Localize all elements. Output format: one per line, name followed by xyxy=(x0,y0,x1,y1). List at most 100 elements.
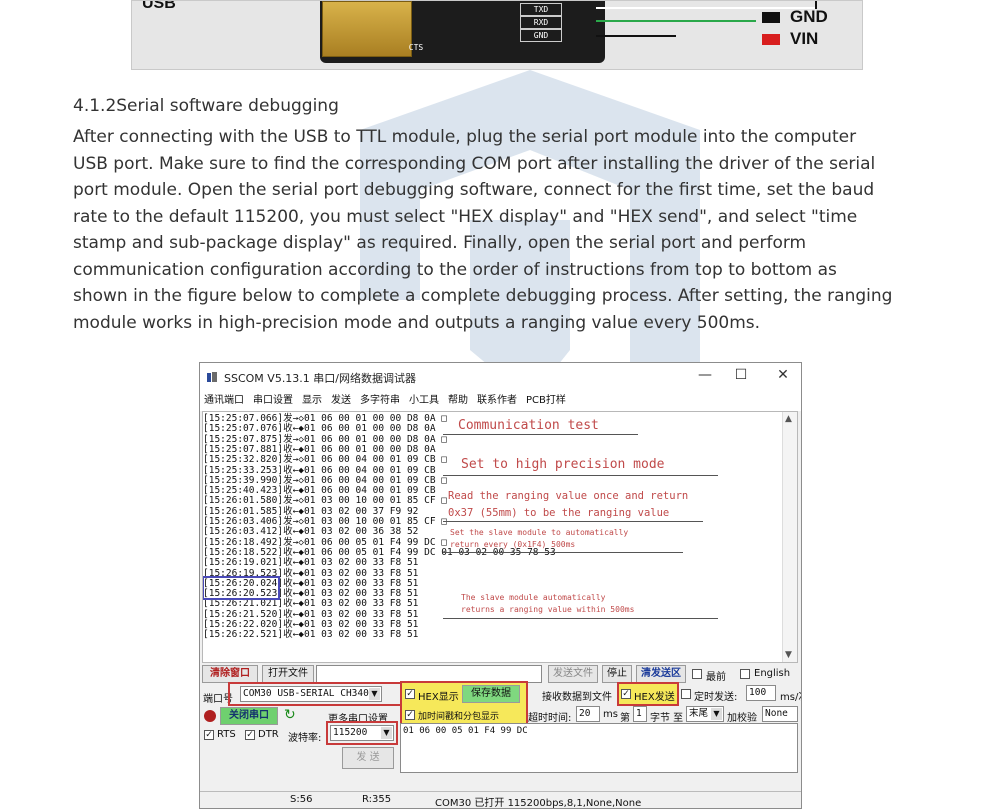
port-select[interactable]: COM30 USB-SERIAL CH340 ▼ xyxy=(240,686,382,702)
note-underline xyxy=(443,552,683,553)
send-button[interactable]: 发 送 xyxy=(342,747,394,769)
section-paragraph: After connecting with the USB to TTL mod… xyxy=(73,124,923,336)
window-title: SSCOM V5.13.1 串口/网络数据调试器 xyxy=(224,372,417,385)
timeout-unit: ms xyxy=(603,709,618,720)
refresh-icon[interactable]: ↻ xyxy=(284,707,296,723)
log-line: [15:26:03.412]收←◆01 03 02 00 36 38 52 xyxy=(203,526,419,538)
checksum-label: 加校验 xyxy=(727,713,757,724)
note-within-1: The slave module automatically xyxy=(461,593,606,602)
paragraph-line: rate to the default 115200, you must sel… xyxy=(73,206,858,227)
section-heading: 4.1.2Serial software debugging xyxy=(73,96,339,116)
menu-item-serial-settings[interactable]: 串口设置 xyxy=(253,395,293,406)
log-line: [15:26:18.522]收←◆01 06 00 05 01 F4 99 DC… xyxy=(203,546,556,558)
log-line: [15:26:21.520]收←◆01 03 02 00 33 F8 51 xyxy=(203,608,419,620)
latest-checkbox[interactable] xyxy=(692,669,702,679)
baud-select[interactable]: 115200 ▼ xyxy=(330,725,394,741)
legend-gnd: GND xyxy=(762,7,828,27)
hex-display-checkbox[interactable]: ✓ xyxy=(405,689,415,699)
note-auto-return-1: Set the slave module to automatically xyxy=(450,528,629,537)
timestamp-checkbox[interactable]: ✓ xyxy=(405,710,415,720)
end-select[interactable]: 末尾 ▼ xyxy=(686,706,724,722)
log-line: [15:25:07.066]发→◇01 06 00 01 00 00 D8 0A… xyxy=(203,413,447,424)
menu-item-contact[interactable]: 联系作者 xyxy=(477,395,517,406)
title-bar: SSCOM V5.13.1 串口/网络数据调试器 — ☐ ✕ xyxy=(200,363,801,391)
timed-send-checkbox[interactable] xyxy=(681,689,691,699)
log-line: [15:25:07.881]收←◆01 06 00 01 00 00 D8 0A xyxy=(203,443,436,455)
chevron-down-icon: ▼ xyxy=(711,708,722,720)
menu-item-tools[interactable]: 小工具 xyxy=(409,395,439,406)
log-line: [15:26:22.020]收←◆01 03 02 00 33 F8 51 xyxy=(203,619,419,630)
log-line: [15:26:21.021]收←◆01 03 02 00 33 F8 51 xyxy=(203,598,419,610)
wire-white xyxy=(596,7,816,9)
menu-item-help[interactable]: 帮助 xyxy=(448,395,468,406)
nth-label: 第 xyxy=(620,713,630,724)
send-input[interactable]: 01 06 00 05 01 F4 99 DC xyxy=(400,723,798,773)
more-settings-link[interactable]: 更多串口设置 xyxy=(328,714,388,725)
log-line: [15:26:22.521]收←◆01 03 02 00 33 F8 51 xyxy=(203,629,419,641)
dtr-checkbox[interactable]: ✓ xyxy=(245,730,255,740)
minimize-button[interactable]: — xyxy=(698,367,712,383)
nth-input[interactable]: 1 xyxy=(633,706,647,722)
save-data-button[interactable]: 保存数据 xyxy=(462,685,520,703)
hex-display-label: HEX显示 xyxy=(418,692,459,703)
log-line: [15:26:01.585]收←◆01 03 02 00 37 F9 92 xyxy=(203,505,419,517)
pin-tag-txd: TXD xyxy=(520,3,562,16)
receive-log[interactable]: [15:25:07.066]发→◇01 06 00 01 00 00 D8 0A… xyxy=(202,411,798,663)
log-line: [15:25:07.076]收←◆01 06 00 01 00 00 D8 0A xyxy=(203,423,436,435)
close-button[interactable]: ✕ xyxy=(777,367,789,383)
log-line: [15:26:19.021]收←◆01 03 02 00 33 F8 51 xyxy=(203,557,419,569)
hex-send-highlight xyxy=(619,684,677,704)
hex-send-box xyxy=(617,682,679,706)
note-underline xyxy=(443,618,718,619)
english-checkbox[interactable] xyxy=(740,669,750,679)
timed-interval-input[interactable]: 100 xyxy=(746,685,776,701)
close-port-button[interactable]: 关闭串口 xyxy=(220,707,278,725)
paragraph-line: stamp and sub-package display" as requir… xyxy=(73,233,807,253)
timestamp-label: 加时间戳和分包显示 xyxy=(418,712,500,722)
paragraph-line: module works in high-precision mode and … xyxy=(73,312,761,333)
scroll-down-icon[interactable]: ▼ xyxy=(785,650,792,660)
menu-bar: 通讯端口 串口设置 显示 发送 多字符串 小工具 帮助 联系作者 PCB打样 xyxy=(200,391,801,411)
log-line: [15:25:40.423]收←◆01 06 00 04 00 01 09 CB xyxy=(203,485,436,497)
baud-highlight xyxy=(326,721,398,745)
log-scrollbar[interactable]: ▲ ▼ xyxy=(782,412,797,662)
clear-send-button[interactable]: 清发送区 xyxy=(636,665,686,683)
note-underline xyxy=(443,521,703,522)
clear-window-button[interactable]: 清除窗口 xyxy=(202,665,258,683)
rts-label: RTS xyxy=(217,729,236,740)
menu-item-multi-string[interactable]: 多字符串 xyxy=(360,395,400,406)
chevron-down-icon: ▼ xyxy=(381,727,392,739)
stop-button[interactable]: 停止 xyxy=(602,665,632,683)
paragraph-line: After connecting with the USB to TTL mod… xyxy=(73,127,857,147)
sent-count: S:56 xyxy=(290,794,313,805)
open-file-button[interactable]: 打开文件 xyxy=(262,665,314,683)
note-high-precision: Set to high precision mode xyxy=(461,457,665,472)
maximize-button[interactable]: ☐ xyxy=(734,367,748,383)
menu-item-pcb[interactable]: PCB打样 xyxy=(526,395,566,406)
scroll-up-icon[interactable]: ▲ xyxy=(785,414,792,424)
menu-item-send[interactable]: 发送 xyxy=(331,395,351,406)
checksum-select[interactable]: None xyxy=(762,706,798,722)
chevron-down-icon: ▼ xyxy=(369,688,380,700)
log-line: [15:26:18.492]发→◇01 06 00 05 01 F4 99 DC… xyxy=(203,536,447,548)
log-line: [15:25:39.990]发→◇01 06 00 04 00 01 09 CB… xyxy=(203,474,447,486)
legend-label-gnd: GND xyxy=(790,7,828,26)
note-read-value-2: 0x37 (55mm) to be the ranging value xyxy=(448,507,670,519)
timestamp-highlight xyxy=(203,576,280,600)
received-count: R:355 xyxy=(362,794,392,805)
timeout-input[interactable]: 20 xyxy=(576,706,600,722)
rts-checkbox[interactable]: ✓ xyxy=(204,730,214,740)
log-line: [15:26:03.406]发→◇01 03 00 10 00 01 85 CF… xyxy=(203,516,447,527)
note-read-value-1: Read the ranging value once and return xyxy=(448,490,689,502)
port-highlight xyxy=(228,682,410,706)
pin-tag-gnd: GND xyxy=(520,29,562,42)
send-file-button[interactable]: 发送文件 xyxy=(548,665,598,683)
legend-swatch-gnd xyxy=(762,11,780,23)
menu-item-display[interactable]: 显示 xyxy=(302,395,322,406)
port-status-icon xyxy=(204,710,216,722)
end-value: 末尾 xyxy=(689,708,709,719)
log-line: [15:26:01.580]发→◇01 03 00 10 00 01 85 CF… xyxy=(203,495,447,507)
menu-item-port[interactable]: 通讯端口 xyxy=(204,395,244,406)
status-bar: S:56 R:355 COM30 已打开 115200bps,8,1,None,… xyxy=(200,791,801,808)
hex-send-checkbox[interactable]: ✓ xyxy=(621,689,631,699)
